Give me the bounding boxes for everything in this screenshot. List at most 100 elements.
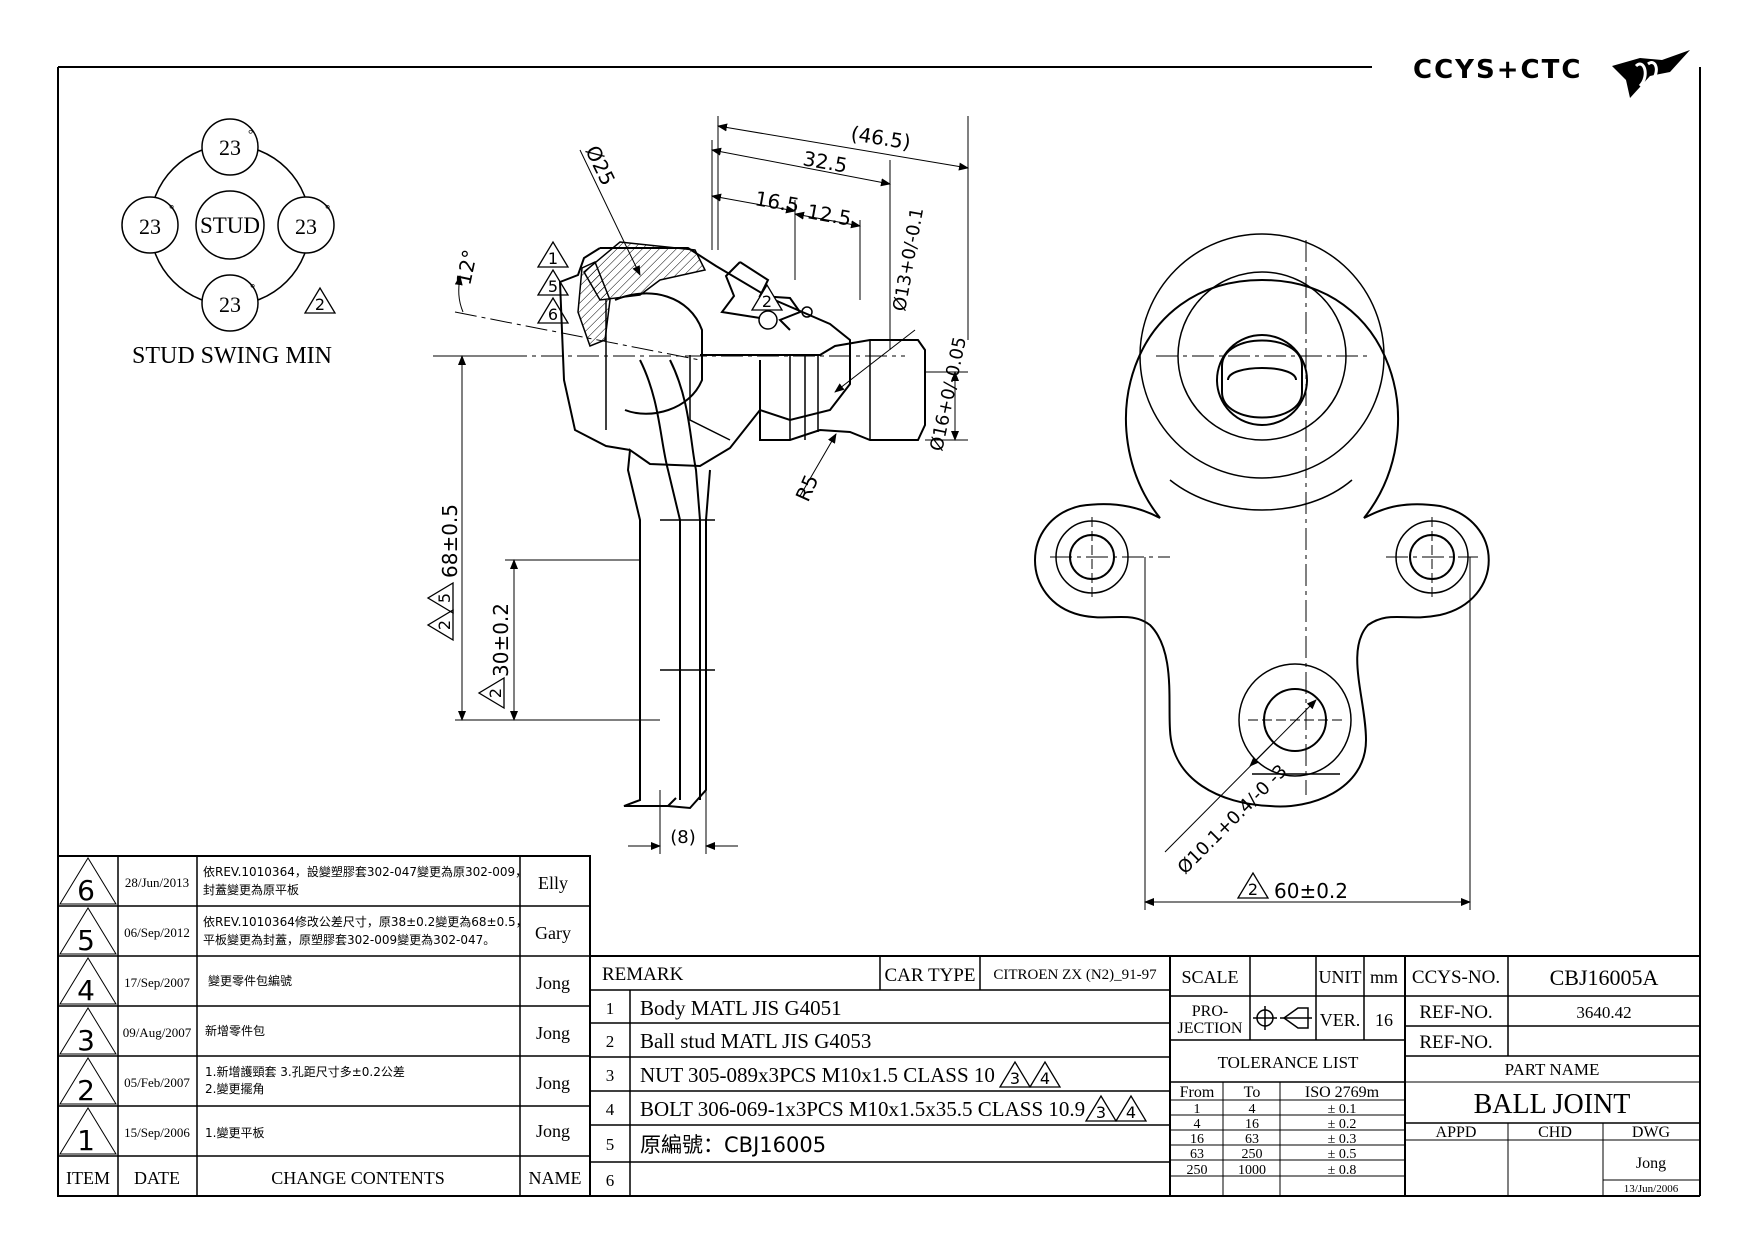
svg-text:2: 2	[762, 292, 772, 311]
revision-flag-icon: 1	[536, 240, 570, 268]
logo-text: CCYS+CTC	[1413, 55, 1582, 85]
revision-flag-icon: 4	[1114, 1094, 1148, 1122]
ref-no-2-label: REF-NO.	[1419, 1032, 1492, 1053]
rev-header-contents: CHANGE CONTENTS	[271, 1168, 445, 1188]
projection-label-2: JECTION	[1178, 1020, 1243, 1037]
revision-flag-icon: 2	[750, 283, 784, 311]
rev-item-3: 3	[77, 1024, 95, 1057]
tol-to-5: 1000	[1238, 1163, 1266, 1178]
dim-12-5: 12.5	[805, 199, 853, 230]
rev-date-4: 17/Sep/2007	[124, 975, 190, 990]
tolerance-title: TOLERANCE LIST	[1218, 1053, 1359, 1072]
rev-content-2a: 1.新增護頸套 3.孔距尺寸多±0.2公差	[205, 1064, 405, 1079]
rev-header-name: NAME	[529, 1168, 582, 1188]
rev-header-date: DATE	[134, 1168, 180, 1188]
appd-label: APPD	[1436, 1124, 1477, 1141]
svg-text:4: 4	[1040, 1069, 1050, 1088]
swing-angle-right: 23	[295, 214, 317, 239]
tol-val-2: ± 0.2	[1328, 1117, 1357, 1132]
ver-value: 16	[1375, 1010, 1393, 1030]
svg-text:3: 3	[1010, 1069, 1020, 1088]
stud-swing-diagram: 23 23 23 23 ° ° ° ° STUD 2 STUD SWING MI…	[121, 118, 337, 369]
remark-header: REMARK	[602, 964, 684, 985]
revision-flag-icon: 5	[426, 581, 454, 615]
tol-to-2: 16	[1245, 1117, 1259, 1132]
rev-date-3: 09/Aug/2007	[123, 1025, 192, 1040]
revision-table	[57, 855, 591, 1197]
tol-header-from: From	[1180, 1084, 1215, 1101]
side-section-view: (46.5) 32.5 16.5 12.5 Ø25 12° Ø13+0/-0.1…	[426, 116, 971, 854]
projection-label-1: PRO-	[1192, 1003, 1228, 1020]
part-name-label: PART NAME	[1505, 1060, 1600, 1079]
dim-60: 60±0.2	[1274, 879, 1348, 903]
car-type-label: CAR TYPE	[885, 965, 976, 986]
revision-table-text: 6 28/Jun/2013 依REV.1010364，設變塑膠套302-047變…	[66, 864, 582, 1188]
rev-content-3a: 新增零件包	[205, 1023, 265, 1038]
boot-hatch	[577, 260, 611, 347]
rev-content-1a: 1.變更平板	[205, 1125, 264, 1140]
tol-to-1: 4	[1249, 1102, 1256, 1117]
remark-no-6: 6	[606, 1171, 615, 1190]
swing-degree-right: °	[325, 201, 330, 216]
dim-r5: R5	[791, 471, 824, 505]
rev-header-item: ITEM	[66, 1168, 110, 1188]
svg-text:1: 1	[548, 249, 558, 268]
tol-to-4: 250	[1242, 1147, 1263, 1162]
swing-caption: STUD SWING MIN	[132, 343, 332, 369]
remark-text-1: Body MATL JIS G4051	[640, 996, 842, 1020]
remark-no-3: 3	[606, 1066, 615, 1085]
dim-16-5: 16.5	[753, 186, 801, 217]
unit-value: mm	[1370, 967, 1398, 987]
rev-date-6: 28/Jun/2013	[125, 875, 189, 890]
swing-angle-left: 23	[139, 214, 161, 239]
swing-center-label: STUD	[200, 213, 260, 238]
remark-no-4: 4	[606, 1100, 615, 1119]
swing-angle-bottom: 23	[219, 292, 241, 317]
dwg-label: DWG	[1632, 1124, 1671, 1141]
revision-flag-icon: 3	[998, 1060, 1032, 1088]
tol-val-1: ± 0.1	[1328, 1102, 1357, 1117]
tol-from-1: 1	[1194, 1102, 1201, 1117]
company-logo: CCYS+CTC	[1413, 50, 1690, 98]
swing-degree-top: °	[248, 126, 253, 141]
title-block-text: CCYS-NO. CBJ16005A REF-NO. 3640.42 REF-N…	[1412, 965, 1679, 1195]
rev-name-3: Jong	[536, 1023, 570, 1043]
info-text: SCALE UNIT mm PRO- JECTION VER. 16 TOLER…	[1178, 967, 1398, 1178]
unit-label: UNIT	[1319, 967, 1362, 987]
rev-item-4: 4	[77, 974, 95, 1007]
rev-date-2: 05/Feb/2007	[124, 1075, 190, 1090]
remark-text-2: Ball stud MATL JIS G4053	[640, 1029, 871, 1053]
rev-content-5a: 依REV.1010364修改公差尺寸，原38±0.2變更為68±0.5，	[203, 914, 528, 929]
rev-name-1: Jong	[536, 1121, 570, 1141]
dim-30: 30±0.2	[489, 603, 513, 677]
logo-emblem-icon	[1612, 50, 1690, 98]
rev-content-6a: 依REV.1010364，設變塑膠套302-047變更為原302-009，	[203, 864, 527, 879]
part-name-value: BALL JOINT	[1474, 1089, 1631, 1120]
revision-flag-icon: 4	[1028, 1060, 1062, 1088]
rev-date-1: 15/Sep/2006	[124, 1125, 190, 1140]
svg-text:2: 2	[315, 295, 325, 314]
tol-from-4: 63	[1190, 1147, 1204, 1162]
ref-no-1-label: REF-NO.	[1419, 1002, 1492, 1023]
car-type-value: CITROEN ZX (N2)_91-97	[993, 967, 1157, 983]
swing-circle-center	[195, 190, 265, 260]
rev-name-5: Gary	[535, 923, 571, 943]
rev-item-6: 6	[77, 874, 95, 907]
tol-from-5: 250	[1187, 1163, 1208, 1178]
remarks-table	[590, 955, 1700, 1196]
revision-flag-icon: 2	[303, 286, 337, 314]
swing-circle-top	[201, 118, 259, 176]
dim-8: (8)	[670, 827, 696, 848]
title-block	[1405, 956, 1700, 1196]
projection-symbol-icon	[1253, 1006, 1312, 1030]
ccys-no-value: CBJ16005A	[1550, 965, 1659, 990]
dim-d16: Ø16+0/-0.05	[926, 335, 971, 453]
dim-d25: Ø25	[581, 142, 621, 190]
svg-text:5: 5	[548, 277, 558, 296]
revision-flag-icon: 2	[477, 676, 505, 710]
ref-no-1-value: 3640.42	[1576, 1003, 1631, 1022]
dim-68: 68±0.5	[438, 504, 462, 578]
rev-content-5b: 平板變更為封蓋，原塑膠套302-009變更為302-047。	[203, 932, 495, 947]
rev-item-5: 5	[77, 924, 95, 957]
